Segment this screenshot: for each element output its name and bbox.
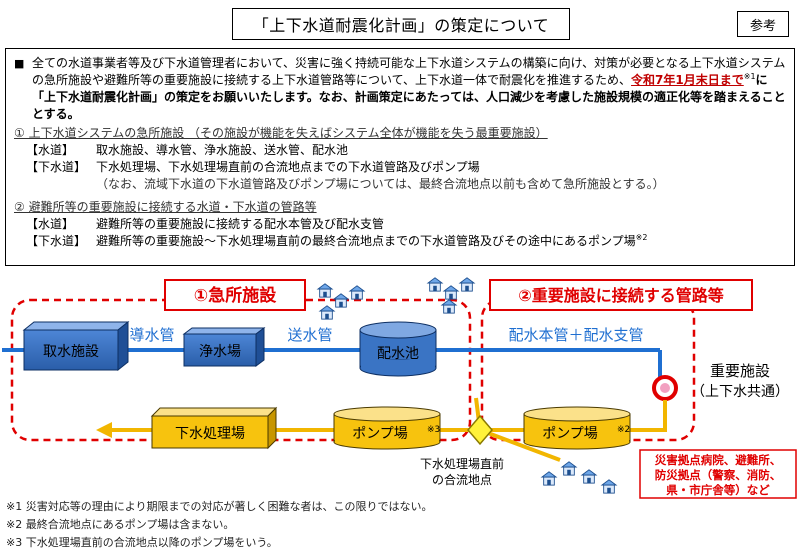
reference-badge: 参考 <box>737 11 789 37</box>
house-icon <box>541 471 557 486</box>
house-icon <box>601 479 617 494</box>
purification-label: 浄水場 <box>199 344 241 360</box>
house-icon <box>427 277 443 292</box>
house-icon <box>459 277 475 292</box>
section2-title: ② 避難所等の重要施設に接続する水道・下水道の管路等 <box>14 200 317 214</box>
summary-text-1: 全ての水道事業者等及び下水道管理者において、災害に強く持続可能な上下水道システム… <box>32 56 786 87</box>
confluence-label-2: の合流地点 <box>432 472 492 487</box>
house-icon <box>561 461 577 476</box>
important-facility-title: 重要施設 <box>710 362 770 380</box>
house-icon <box>441 299 457 314</box>
footnote-ref-2: ※2 <box>635 233 648 242</box>
summary-box: ■ 全ての水道事業者等及び下水道管理者において、災害に強く持続可能な上下水道システ… <box>5 48 795 266</box>
distribution-reservoir: 配水池 <box>359 321 437 377</box>
region2-label: ②重要施設に接続する管路等 <box>518 286 724 305</box>
region1-label: ①急所施設 <box>194 285 277 306</box>
intake-facility: 取水施設 <box>22 320 130 372</box>
important-facility-dot <box>660 383 670 393</box>
footnote-2: ※2 最終合流地点にあるポンプ場は含まない。 <box>6 518 235 531</box>
confluence-point-icon <box>467 414 493 446</box>
section1-sewer-body: 下水処理場、下水処理場直前の合流地点までの下水道管路及びポンプ場 <box>96 160 480 174</box>
intake-label: 取水施設 <box>43 344 99 360</box>
summary-text-2: に「上下水道耐震化計画」の策定をお願いいたします。なお、計画策定にあたっては、人… <box>32 73 786 121</box>
house-icon <box>333 293 349 308</box>
footnote-ref-1: ※1 <box>743 72 756 81</box>
house-icon <box>581 469 597 484</box>
reservoir-label: 配水池 <box>377 346 419 362</box>
sewage-plant: 下水処理場 <box>150 406 278 450</box>
section1-sewer-row: 【下水道】 下水処理場、下水処理場直前の合流地点までの下水道管路及びポンプ場 <box>14 159 786 176</box>
sewage-plant-label: 下水処理場 <box>175 426 245 442</box>
pump-station-1: ポンプ場 ※3 <box>333 406 441 450</box>
footnotes: ※1 災害対応等の理由により期限までの対応が著しく困難な者は、この限りではない。… <box>6 498 606 552</box>
deadline-text: 令和7年1月末日まで <box>631 73 744 87</box>
region2-label-box <box>489 279 753 311</box>
example-line-1: 災害拠点病院、避難所、 <box>654 453 782 467</box>
section2-water-body: 避難所等の重要施設に接続する配水本管及び配水支管 <box>96 217 385 231</box>
section1-sewer-tag: 【下水道】 <box>26 160 87 174</box>
house-icon <box>319 305 335 320</box>
important-facility-sub: （上下水共通） <box>691 384 789 400</box>
summary-paragraph: ■ 全ての水道事業者等及び下水道管理者において、災害に強く持続可能な上下水道システ… <box>14 55 786 123</box>
distribution-label: 配水本管＋配水支管 <box>508 326 643 344</box>
house-icon <box>349 285 365 300</box>
section2-sewer-text: 避難所等の重要施設～下水処理場直前の最終合流地点までの下水道管路及びその途中にあ… <box>96 234 636 248</box>
conduit-label: 導水管 <box>129 326 174 344</box>
pump2-label: ポンプ場 <box>542 426 598 442</box>
section1-water-row: 【水道】 取水施設、導水管、浄水施設、送水管、配水池 <box>14 142 786 159</box>
pump-station-2: ポンプ場 ※2 <box>523 406 631 450</box>
example-line-3: 県・市庁舎等）など <box>666 483 770 497</box>
transmission-label: 送水管 <box>287 326 332 344</box>
section2-sewer-body: 避難所等の重要施設～下水処理場直前の最終合流地点までの下水道管路及びその途中にあ… <box>96 233 786 250</box>
section2-sewer-row: 【下水道】 避難所等の重要施設～下水処理場直前の最終合流地点までの下水道管路及び… <box>14 233 786 250</box>
house-icon <box>443 285 459 300</box>
house-icon <box>317 283 333 298</box>
footnote-3: ※3 下水処理場直前の合流地点以降のポンプ場をいう。 <box>6 536 278 549</box>
pump1-label: ポンプ場 <box>352 426 408 442</box>
section1-sewer-note: （なお、流域下水道の下水道管路及びポンプ場については、最終合流地点以前も含めて急… <box>96 177 665 191</box>
section2-water-row: 【水道】 避難所等の重要施設に接続する配水本管及び配水支管 <box>14 216 786 233</box>
region1-label-box <box>164 279 306 311</box>
sewer-branch-line <box>479 428 561 462</box>
section2-water-tag: 【水道】 <box>26 217 75 231</box>
page-title: 「上下水道耐震化計画」の策定について <box>232 8 570 40</box>
sewer-arrow-head <box>96 422 112 438</box>
water-system-diagram: ①急所施設 ②重要施設に接続する管路等 取水施設 導水管 浄水場 送水管 配水池… <box>2 277 797 499</box>
pump2-footnote: ※2 <box>617 425 630 435</box>
section1-water-tag: 【水道】 <box>26 143 75 157</box>
pump1-footnote: ※3 <box>427 425 440 435</box>
section2-sewer-tag: 【下水道】 <box>26 234 87 248</box>
square-bullet-icon: ■ <box>14 57 25 70</box>
purification-plant: 浄水場 <box>182 327 266 367</box>
confluence-label-1: 下水処理場直前 <box>420 456 504 471</box>
footnote-1: ※1 災害対応等の理由により期限までの対応が著しく困難な者は、この限りではない。 <box>6 500 433 513</box>
section1-water-body: 取水施設、導水管、浄水施設、送水管、配水池 <box>96 143 349 157</box>
example-line-2: 防災拠点（警察、消防、 <box>655 468 782 482</box>
examples-box <box>639 449 797 499</box>
section1-title: ① 上下水道システムの急所施設 （その施設が機能を失えばシステム全体が機能を失う… <box>14 126 548 140</box>
